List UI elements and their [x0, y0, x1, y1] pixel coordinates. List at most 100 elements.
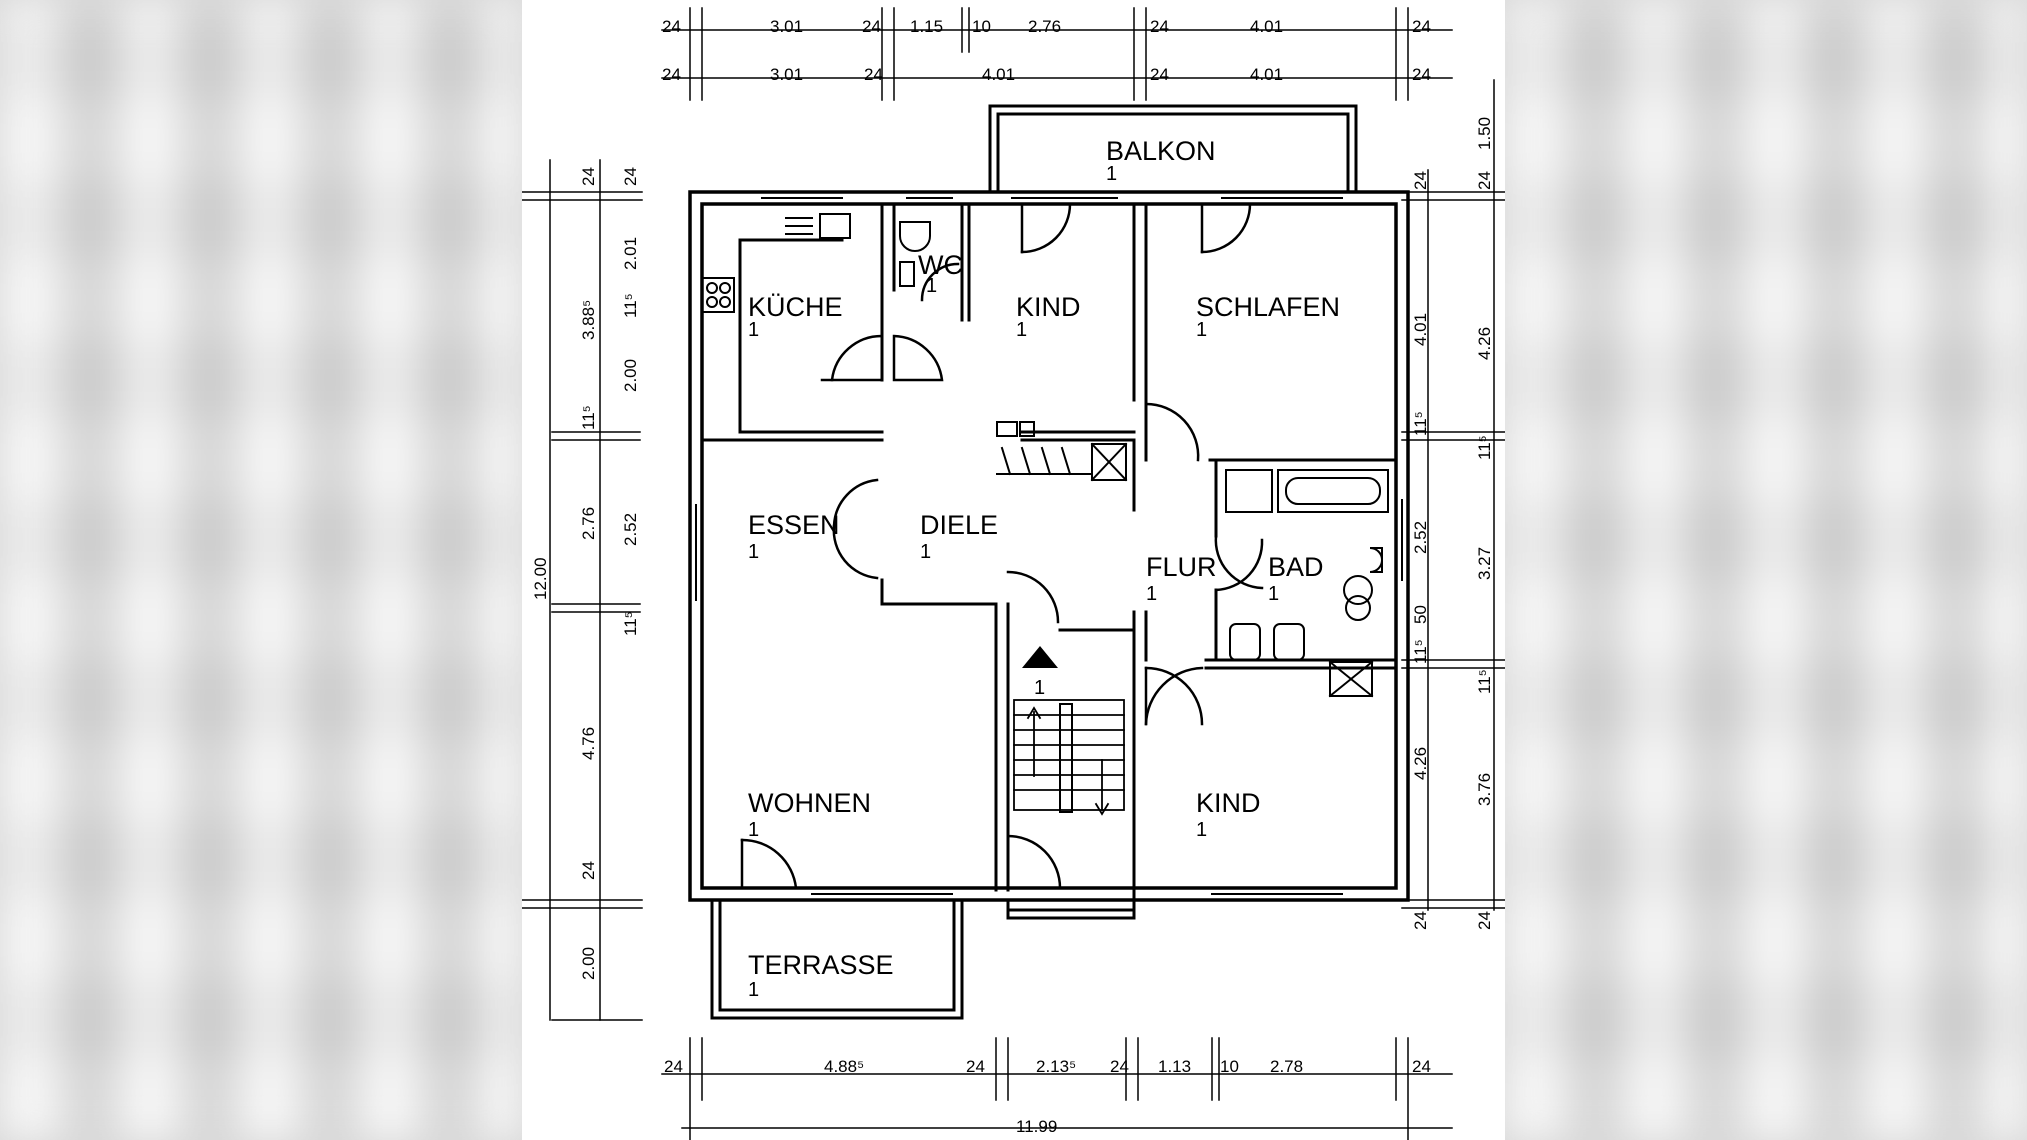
fixtures	[701, 213, 1389, 698]
dim-right-outer-2: 4.26	[1475, 327, 1494, 360]
room-number-kind-top: 1	[1016, 319, 1027, 341]
dim-bottom-1: 4.88⁵	[824, 1057, 864, 1076]
room-number-bad: 1	[1268, 583, 1279, 605]
floor-plan-sheet: BALKON 1 KÜCHE 1 WC 1 KIND 1 SCHLAFEN 1 …	[522, 0, 1505, 1140]
dim-top1-2: 24	[862, 17, 881, 36]
dim-top1-4: 10	[972, 17, 991, 36]
dim-bottom-3: 2.13⁵	[1036, 1057, 1076, 1076]
dimension-lines-bottom	[661, 1037, 1453, 1140]
room-label-essen: ESSEN	[748, 510, 840, 540]
dim-top1-3: 1.15	[910, 17, 943, 36]
dim-bottom-7: 2.78	[1270, 1057, 1303, 1076]
dim-right-inner-5: 11⁵	[1411, 639, 1430, 664]
entrance-marker-icon	[1022, 646, 1058, 668]
dim-left-inner-0: 24	[621, 167, 640, 186]
dim-right-inner-7: 24	[1411, 911, 1430, 930]
dim-right-inner-4: 50	[1411, 605, 1430, 624]
dim-top2-0: 24	[662, 65, 681, 84]
dim-left-outer-4: 12.00	[531, 557, 550, 600]
room-label-flur: FLUR	[1146, 552, 1217, 582]
dim-top2-4: 24	[1150, 65, 1169, 84]
room-label-kind-top: KIND	[1016, 292, 1081, 322]
dim-bottom-5: 1.13	[1158, 1057, 1191, 1076]
floor-plan: BALKON 1 KÜCHE 1 WC 1 KIND 1 SCHLAFEN 1 …	[522, 7, 1505, 1140]
dim-left-inner-5: 11⁵	[621, 611, 640, 636]
dim-bottom-0: 24	[664, 1057, 683, 1076]
dim-left-inner-4: 2.52	[621, 513, 640, 546]
room-number-diele: 1	[920, 541, 931, 563]
dimension-labels-right: 24 4.01 11⁵ 2.52 50 11⁵ 4.26 24 24 1.50 …	[1411, 117, 1494, 930]
room-number-kind-bottom: 1	[1196, 819, 1207, 841]
dim-top2-2: 24	[864, 65, 883, 84]
room-labels: BALKON 1 KÜCHE 1 WC 1 KIND 1 SCHLAFEN 1 …	[748, 136, 1340, 1001]
dim-bottom-8: 24	[1412, 1057, 1431, 1076]
dim-left-outer-5: 4.76	[579, 727, 598, 760]
room-number-flur: 1	[1146, 583, 1157, 605]
dim-left-outer-1: 3.88⁵	[579, 300, 598, 340]
room-number-schlafen: 1	[1196, 319, 1207, 341]
room-label-diele: DIELE	[920, 510, 998, 540]
dim-left-outer-3: 2.76	[579, 507, 598, 540]
dim-left-inner-3: 2.00	[621, 359, 640, 392]
dim-right-outer-5: 11⁵	[1475, 669, 1494, 694]
terrace-outline	[710, 898, 964, 1020]
dim-left-outer-6: 24	[579, 861, 598, 880]
dimension-labels-left: 24 3.88⁵ 11⁵ 2.76 12.00 4.76 24 2.00 24 …	[531, 167, 640, 980]
room-label-balkon: BALKON	[1106, 136, 1216, 166]
dim-right-outer-0: 24	[1475, 171, 1494, 190]
dim-left-inner-1: 2.01	[621, 237, 640, 270]
dim-top1-5: 2.76	[1028, 17, 1061, 36]
dim-bottom-4: 24	[1110, 1057, 1129, 1076]
dim-bottom-6: 10	[1220, 1057, 1239, 1076]
dim-right-outer-1: 1.50	[1475, 117, 1494, 150]
room-label-kind-bottom: KIND	[1196, 788, 1261, 818]
dim-top1-1: 3.01	[770, 17, 803, 36]
dim-right-inner-0: 24	[1411, 171, 1430, 190]
room-label-wohnen: WOHNEN	[748, 788, 871, 818]
dim-right-outer-7: 24	[1475, 911, 1494, 930]
dim-right-inner-2: 11⁵	[1411, 411, 1430, 436]
balcony-outline	[988, 104, 1358, 194]
dimension-lines-top	[661, 7, 1453, 101]
room-label-kueche: KÜCHE	[748, 292, 843, 322]
dim-top1-6: 24	[1150, 17, 1169, 36]
dim-top2-5: 4.01	[1250, 65, 1283, 84]
room-number-kueche: 1	[748, 319, 759, 341]
blurred-background-right	[1505, 0, 2027, 1140]
dim-top2-6: 24	[1412, 65, 1431, 84]
dim-top2-3: 4.01	[982, 65, 1015, 84]
dim-top1-8: 24	[1412, 17, 1431, 36]
dim-top1-7: 4.01	[1250, 17, 1283, 36]
dim-right-inner-6: 4.26	[1411, 747, 1430, 780]
dim-top2-1: 3.01	[770, 65, 803, 84]
staircase	[1013, 699, 1125, 816]
dim-left-outer-7: 2.00	[579, 947, 598, 980]
dim-right-inner-1: 4.01	[1411, 313, 1430, 346]
room-number-wohnen: 1	[748, 819, 759, 841]
dimension-labels-bottom: 24 4.88⁵ 24 2.13⁵ 24 1.13 10 2.78 24 11.…	[664, 1057, 1431, 1136]
room-number-wc: 1	[926, 275, 937, 297]
dim-left-outer-2: 11⁵	[579, 405, 598, 430]
room-label-schlafen: SCHLAFEN	[1196, 292, 1340, 322]
dim-right-outer-3: 11⁵	[1475, 435, 1494, 460]
dimension-lines-left	[522, 159, 643, 1021]
room-number-balkon: 1	[1106, 163, 1117, 185]
dim-left-inner-2: 11⁵	[621, 293, 640, 318]
dim-bottom-2: 24	[966, 1057, 985, 1076]
room-label-wc: WC	[918, 250, 963, 280]
dim-top1-0: 24	[662, 17, 681, 36]
dim-bottom-total: 11.99	[1016, 1117, 1057, 1136]
room-number-essen: 1	[748, 541, 759, 563]
dimension-lines-right	[1401, 79, 1505, 911]
room-label-bad: BAD	[1268, 552, 1324, 582]
dimension-labels-top: 24 3.01 24 1.15 10 2.76 24 4.01 24 24 3.…	[662, 17, 1431, 84]
dim-right-outer-4: 3.27	[1475, 547, 1494, 580]
dim-left-outer-0: 24	[579, 167, 598, 186]
windows	[695, 197, 1403, 895]
room-number-stair: 1	[1034, 677, 1045, 699]
room-label-terrasse: TERRASSE	[748, 950, 894, 980]
dim-right-inner-3: 2.52	[1411, 521, 1430, 554]
dim-right-outer-6: 3.76	[1475, 773, 1494, 806]
doors	[740, 202, 1264, 890]
blurred-background-left	[0, 0, 522, 1140]
